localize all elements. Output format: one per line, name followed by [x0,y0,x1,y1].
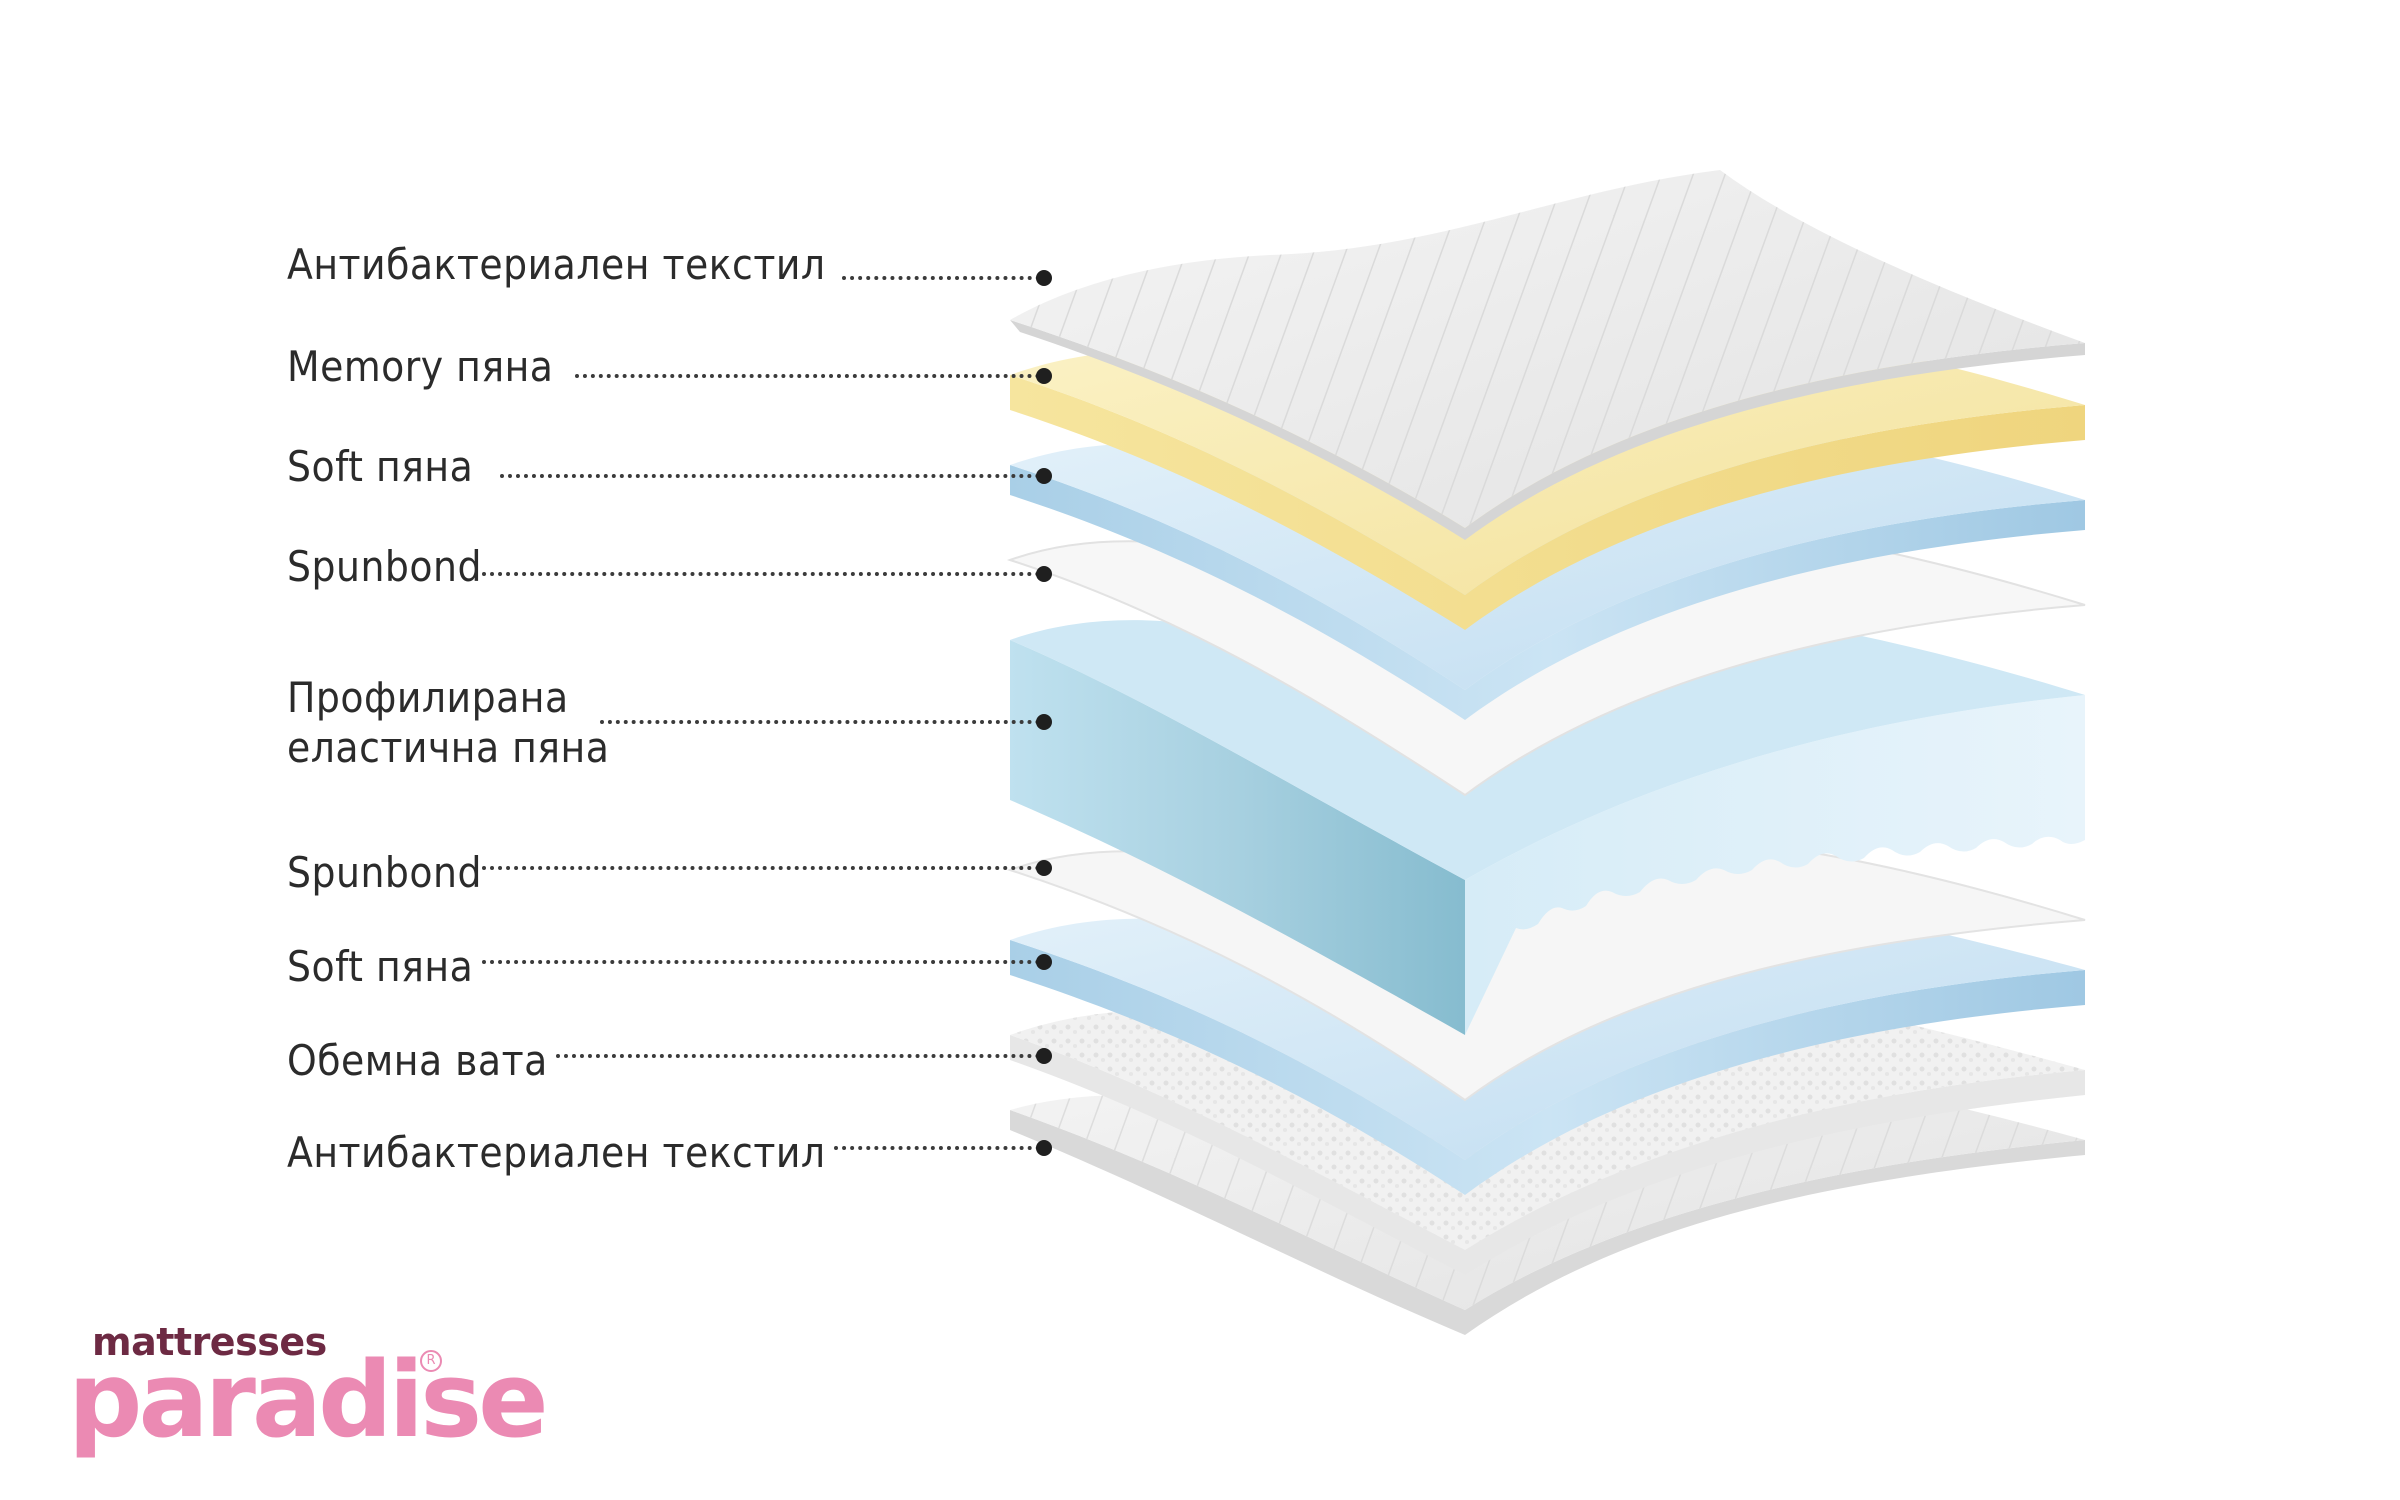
layer-antibacterial-textile-top [1010,170,2085,540]
layer-label-line: Профилирана [287,673,569,722]
brand-logo-top: mattresses [92,1320,327,1364]
leader-dot [1036,566,1052,582]
leader-line [600,720,1040,724]
layer-label: Memory пяна [287,342,554,391]
leader-line [482,572,1040,576]
layer-label: Профилирана еластична пяна [287,673,609,773]
leader-dot [1036,368,1052,384]
leader-line [482,866,1040,870]
layer-label: Spunbond [287,848,482,897]
leader-dot [1036,468,1052,484]
leader-dot [1036,1140,1052,1156]
layer-label-line: еластична пяна [287,723,610,772]
leader-dot [1036,954,1052,970]
leader-line [834,1146,1040,1150]
brand-logo-main: paradise [68,1339,549,1461]
layer-label: Soft пяна [287,442,474,491]
registered-mark-icon: R [420,1350,442,1372]
leader-dot [1036,714,1052,730]
layer-label: Обемна вата [287,1036,548,1085]
leader-dot [1036,270,1052,286]
layer-label: Антибактериален текстил [287,240,826,289]
leader-dot [1036,860,1052,876]
leader-line [842,276,1040,280]
leader-line [482,960,1040,964]
brand-logo: mattresses paradise R [68,1320,549,1460]
leader-dot [1036,1048,1052,1064]
leader-line [556,1054,1040,1058]
layer-label: Антибактериален текстил [287,1128,826,1177]
layer-label: Soft пяна [287,942,474,991]
layer-label: Spunbond [287,542,482,591]
leader-line [575,374,1040,378]
leader-line [500,474,1040,478]
